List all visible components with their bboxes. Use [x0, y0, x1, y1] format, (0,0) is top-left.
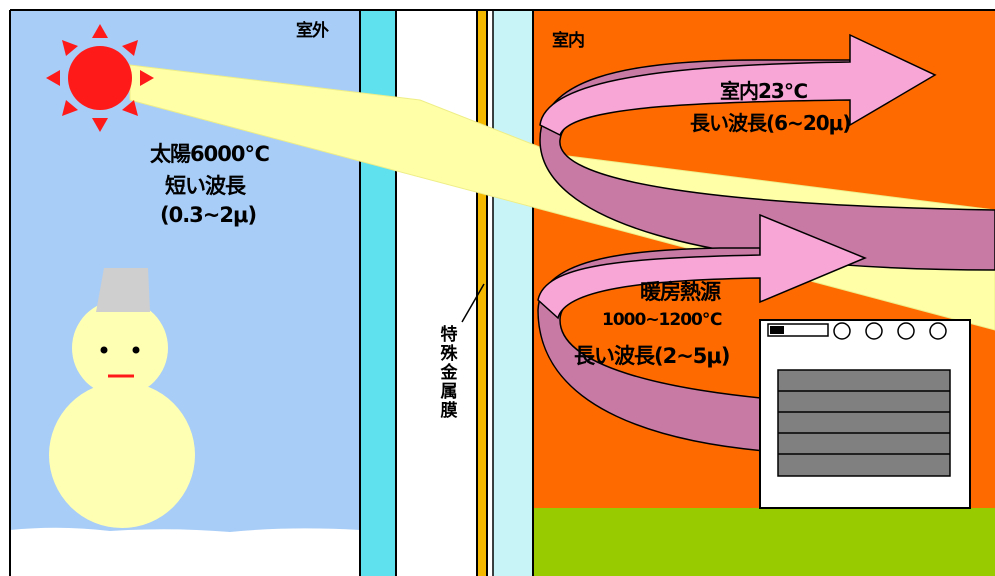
metal-film-label: 特殊金属膜: [440, 325, 458, 421]
room-heat-arrow-front: [539, 33, 937, 137]
sun-temp-label: 太陽6000℃: [150, 142, 270, 166]
sun-wave-label: 短い波長: [165, 174, 246, 198]
room-wave-label: 長い波長(6~20μ): [690, 111, 852, 135]
outdoor-label: 室外: [296, 21, 329, 41]
inner-glass-pane: [493, 10, 533, 576]
air-gap: [397, 10, 477, 576]
metal-film: [477, 10, 487, 576]
room-temp-label: 室内23℃: [720, 79, 808, 103]
sun-icon: [46, 24, 154, 132]
heater-heat-arrow-front: [537, 213, 867, 320]
heater-wave-label: 長い波長(2~5μ): [574, 344, 730, 368]
heater-source-label: 暖房熱源: [640, 280, 721, 304]
snow-ground: [10, 527, 360, 576]
heater-icon: [759, 319, 971, 509]
heater-temp-label: 1000~1200℃: [602, 310, 722, 330]
film-pointer-line: [461, 283, 485, 323]
indoor-label: 室内: [552, 31, 585, 51]
snowman-icon: [49, 268, 195, 528]
indoor-floor: [534, 508, 995, 576]
sun-range-label: (0.3~2μ): [160, 203, 257, 227]
